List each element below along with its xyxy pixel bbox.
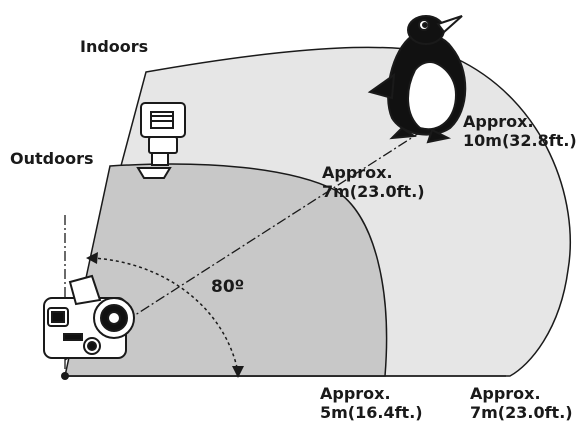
diag-distance-label-7m: Approx. 7m(23.0ft.): [322, 163, 425, 201]
angle-arrow-bottom: [232, 366, 244, 378]
bottom-5m-line1: Approx.: [320, 384, 391, 403]
bottom-7m-line2: 7m(23.0ft.): [470, 403, 573, 422]
angle-arc: [91, 257, 239, 373]
outdoors-label: Outdoors: [10, 149, 94, 168]
diag-distance-line1: Approx.: [322, 163, 393, 182]
bottom-distance-label-5m: Approx. 5m(16.4ft.): [320, 384, 423, 422]
diag-distance-label-10m: Approx. 10m(32.8ft.): [463, 112, 577, 150]
camera-icon: [43, 274, 135, 359]
penguin-icon: [367, 15, 467, 144]
bottom-5m-line2: 5m(16.4ft.): [320, 403, 423, 422]
diag-distance-line2: 7m(23.0ft.): [322, 182, 425, 201]
outdoor-range-area: [64, 163, 388, 377]
indoors-label: Indoors: [80, 37, 149, 56]
bottom-distance-label-7m: Approx. 7m(23.0ft.): [470, 384, 573, 422]
flash-unit-icon: [136, 102, 186, 179]
diag-10m-line1: Approx.: [463, 112, 534, 131]
angle-label: 80º: [211, 277, 245, 297]
angle-arrow-left: [86, 252, 98, 264]
origin-point: [61, 372, 69, 380]
bottom-7m-line1: Approx.: [470, 384, 541, 403]
diag-10m-line2: 10m(32.8ft.): [463, 131, 577, 150]
